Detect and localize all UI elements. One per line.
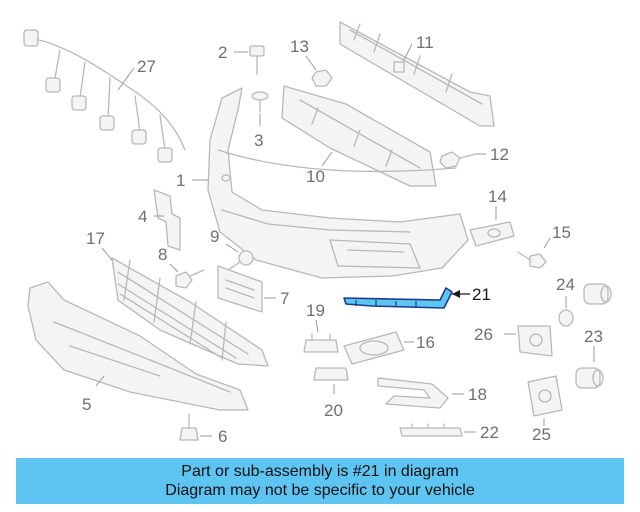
callout-11: 11 xyxy=(416,33,434,52)
callout-1: 1 xyxy=(176,171,185,190)
callout-4: 4 xyxy=(138,207,147,226)
callout-25: 25 xyxy=(532,425,551,444)
bracket-part-4 xyxy=(153,189,181,251)
grille-part-17 xyxy=(101,247,269,367)
callout-10: 10 xyxy=(306,167,325,186)
callout-7: 7 xyxy=(280,289,289,308)
bolt-part-8 xyxy=(169,263,205,289)
trim-strip-part-18 xyxy=(377,377,464,409)
callout-21: 21 xyxy=(472,285,491,304)
parts-diagram: 27 2 3 13 11 10 12 xyxy=(23,21,612,446)
callout-16: 16 xyxy=(416,333,435,352)
bumper-cover-part-1 xyxy=(192,87,469,279)
parking-sensor-upper xyxy=(583,283,612,305)
callout-27: 27 xyxy=(137,57,156,76)
callout-9: 9 xyxy=(210,227,219,246)
callout-22: 22 xyxy=(480,423,499,442)
callout-19: 19 xyxy=(306,301,325,320)
highlighted-trim-part-21 xyxy=(343,287,470,309)
sensor-bracket-part-25 xyxy=(527,375,563,426)
parking-sensor-part-23 xyxy=(575,346,604,389)
callout-6: 6 xyxy=(218,427,227,446)
screw-part-9 xyxy=(225,243,254,271)
callout-24: 24 xyxy=(556,275,575,294)
banner-line-1: Part or sub-assembly is #21 in diagram xyxy=(181,463,459,480)
sensor-clip-part-24 xyxy=(558,296,574,327)
lower-cover-part-5 xyxy=(27,281,249,411)
callout-26: 26 xyxy=(474,325,493,344)
bolt-part-6 xyxy=(179,413,212,441)
license-bracket-part-7 xyxy=(217,265,276,313)
callout-3: 3 xyxy=(254,131,263,150)
callout-14: 14 xyxy=(488,187,507,206)
callout-15: 15 xyxy=(552,223,571,242)
trim-cap-part-14 xyxy=(469,206,515,247)
callout-12: 12 xyxy=(490,145,509,164)
callout-2: 2 xyxy=(218,43,227,62)
callout-8: 8 xyxy=(158,245,167,264)
callout-18: 18 xyxy=(468,385,487,404)
nut-part-13 xyxy=(305,55,333,87)
bolt-part-2 xyxy=(234,45,265,75)
lower-strip-part-22 xyxy=(399,423,476,437)
clip-part-19 xyxy=(303,319,339,353)
wiring-harness-part-27 xyxy=(23,29,186,163)
callout-20: 20 xyxy=(324,401,343,420)
callout-17: 17 xyxy=(86,229,105,248)
energy-absorber-part-10 xyxy=(281,85,437,187)
callout-5: 5 xyxy=(82,395,91,414)
callout-13: 13 xyxy=(290,37,309,56)
bolt-part-12 xyxy=(439,151,486,169)
clip-part-3 xyxy=(251,91,269,126)
callout-23: 23 xyxy=(584,327,603,346)
sensor-bracket-part-26 xyxy=(504,325,553,357)
fog-lamp-bezel-part-16 xyxy=(343,331,414,365)
banner-line-2: Diagram may not be specific to your vehi… xyxy=(165,482,475,499)
screw-part-15 xyxy=(517,237,551,269)
reinforcement-beam-part-11 xyxy=(339,21,495,127)
clip-part-20 xyxy=(313,367,349,394)
info-banner: Part or sub-assembly is #21 in diagram D… xyxy=(16,458,624,504)
